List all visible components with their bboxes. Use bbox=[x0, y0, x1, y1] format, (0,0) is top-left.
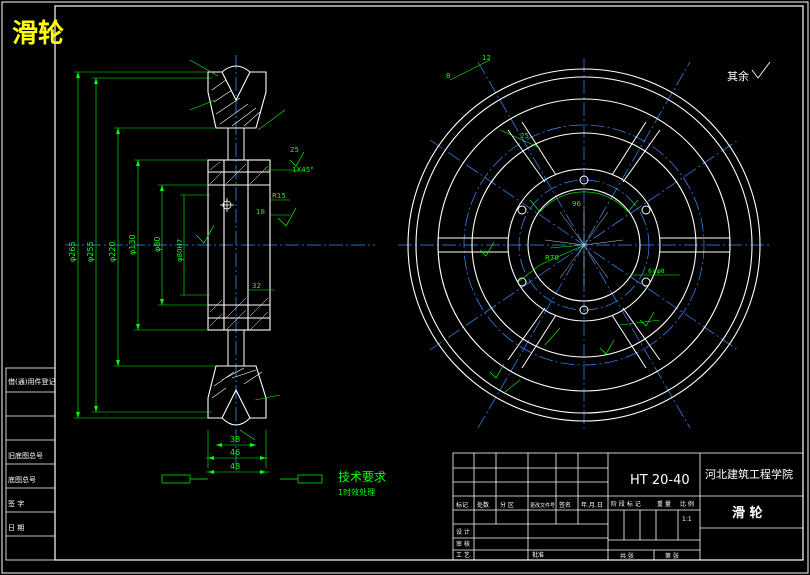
scale-value: 1:1 bbox=[682, 516, 692, 523]
front-dimensions bbox=[449, 59, 680, 393]
roughness-symbols-section bbox=[195, 151, 305, 244]
rev-label-5: 年.月.日 bbox=[581, 501, 603, 509]
rev-label-1: 处数 bbox=[477, 501, 489, 509]
dim-18: 18 bbox=[256, 208, 265, 216]
left-strip bbox=[5, 367, 56, 561]
section-dim-arrows bbox=[76, 72, 266, 474]
roughness-symbols-front bbox=[479, 241, 655, 379]
sheet-current: 第 张 bbox=[665, 552, 679, 560]
strip-label-3: 签 字 bbox=[8, 499, 24, 508]
spokes bbox=[438, 121, 730, 369]
datum-boxes bbox=[161, 474, 323, 484]
section-dimensions bbox=[74, 59, 300, 473]
upper-rim bbox=[207, 65, 267, 129]
front-dim-12: 12 bbox=[482, 54, 491, 62]
strip-label-4: 日 期 bbox=[8, 524, 24, 532]
sign-role-process: 工 艺 bbox=[456, 551, 470, 559]
front-view: 8 12 25 96 R78 6×φ8 bbox=[398, 54, 770, 432]
dim-32: 32 bbox=[252, 282, 261, 290]
sign-role-review: 审 核 bbox=[456, 540, 470, 548]
front-dim-96: 96 bbox=[572, 200, 581, 208]
dim-255-diameter: φ255 bbox=[86, 241, 95, 262]
section-view: φ265 φ255 φ220 φ130 φ80 φ80H7 38 46 48 R… bbox=[65, 55, 375, 484]
dim-r15: R15 bbox=[272, 192, 286, 200]
sign-role-design: 设 计 bbox=[456, 528, 470, 536]
title-block bbox=[452, 452, 804, 561]
hub-hatch bbox=[209, 161, 269, 331]
front-dim-r78: R78 bbox=[545, 254, 559, 262]
approve-label: 批准 bbox=[532, 551, 544, 559]
stage-label: 阶 段 标 记 bbox=[611, 500, 641, 508]
dim-220-diameter: φ220 bbox=[108, 241, 117, 262]
hub-center-mark bbox=[220, 198, 234, 212]
radial-pattern bbox=[544, 205, 624, 285]
rev-label-2: 分 区 bbox=[500, 501, 514, 509]
dim-outer-diameter: φ265 bbox=[68, 241, 77, 262]
dim-width-38: 38 bbox=[230, 435, 240, 444]
dim-width-48: 48 bbox=[230, 462, 240, 471]
roughness-note-symbol bbox=[751, 61, 771, 79]
dim-bore-diameter: φ80H7 bbox=[176, 239, 184, 262]
roughness-note: 其余 bbox=[727, 69, 749, 83]
strip-label-0: 借(通)用件登记 bbox=[8, 377, 55, 386]
front-dim-hole: 6×φ8 bbox=[648, 268, 665, 275]
tech-requirement-1: 1时效处理 bbox=[338, 487, 375, 497]
front-dim-25: 25 bbox=[520, 132, 529, 140]
rev-label-0: 标记 bbox=[456, 501, 468, 509]
title-part-name: 滑 轮 bbox=[732, 505, 763, 521]
dim-chamfer: 1X45° bbox=[292, 166, 314, 174]
front-dim-8: 8 bbox=[446, 72, 450, 80]
strip-label-1: 旧底图总号 bbox=[8, 451, 43, 460]
scale-label: 比 例 bbox=[680, 500, 694, 508]
dim-25: 25 bbox=[290, 146, 299, 154]
weight-label: 重 量 bbox=[657, 500, 671, 508]
strip-label-2: 底图总号 bbox=[8, 475, 36, 484]
lower-rim bbox=[207, 365, 267, 426]
front-outlines bbox=[407, 68, 761, 422]
dim-width-46: 46 bbox=[230, 448, 240, 457]
title-school: 河北建筑工程学院 bbox=[705, 467, 793, 481]
dim-130-diameter: φ130 bbox=[128, 234, 137, 255]
drawing-frame bbox=[54, 5, 804, 561]
rev-label-4: 签名 bbox=[559, 501, 571, 509]
web-lines bbox=[227, 128, 245, 366]
sheet-total: 共 张 bbox=[620, 552, 634, 560]
title-overlay: 滑轮 bbox=[12, 19, 64, 49]
dim-80-diameter: φ80 bbox=[153, 237, 162, 252]
rev-label-3: 更改文件号 bbox=[530, 502, 555, 509]
tech-requirements-title: 技术要求 bbox=[338, 470, 386, 484]
title-material: HT 20-40 bbox=[630, 473, 690, 488]
